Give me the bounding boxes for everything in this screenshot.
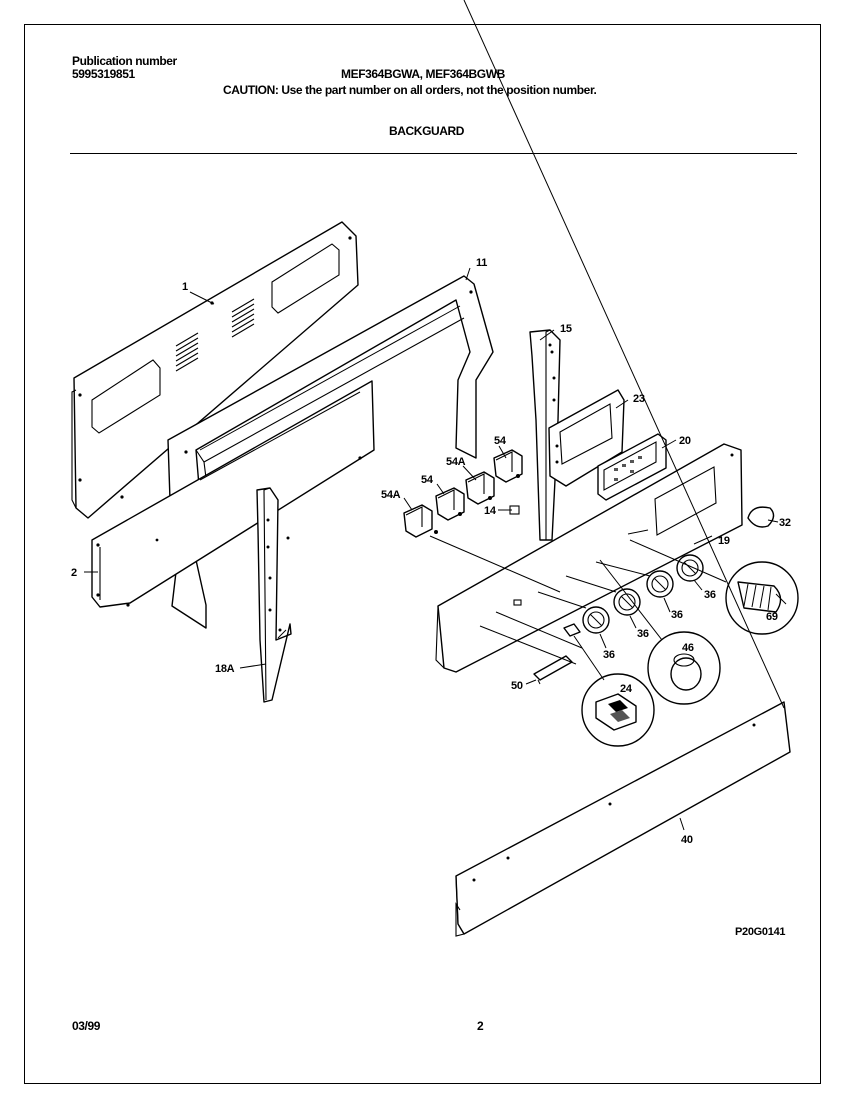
part-right-bracket [529, 329, 561, 541]
label-part-40: 40 [681, 834, 693, 846]
section-title: BACKGUARD [389, 124, 465, 138]
label-part-54A-upper: 54A [446, 456, 466, 468]
model-numbers: MEF364BGWA, MEF364BGWB [341, 67, 505, 81]
publication-number: 5995319851 [72, 67, 135, 81]
page-number: 2 [477, 1019, 484, 1033]
footer-date: 03/99 [72, 1019, 101, 1033]
part-clock [597, 433, 667, 501]
label-part-36-c: 36 [671, 609, 683, 621]
label-part-54-lower: 54 [421, 474, 434, 486]
part-cap [747, 506, 775, 528]
label-part-32: 32 [779, 517, 791, 529]
part-switches [403, 449, 523, 538]
part-labels: 1 11 15 23 20 54 54A 54 54A 14 32 19 2 3… [71, 257, 791, 938]
publication-label: Publication number [72, 54, 177, 68]
label-part-2: 2 [71, 567, 77, 579]
label-part-1: 1 [182, 281, 188, 293]
header-rule [70, 153, 797, 154]
label-part-23: 23 [633, 393, 645, 405]
part-left-bracket [256, 487, 292, 703]
label-part-19: 19 [718, 535, 730, 547]
leader-lines [84, 267, 779, 831]
label-part-36-a: 36 [603, 649, 615, 661]
label-part-36-b: 36 [637, 628, 649, 640]
label-part-15: 15 [560, 323, 572, 335]
label-part-20: 20 [679, 435, 691, 447]
label-part-54-upper: 54 [494, 435, 507, 447]
part-lower-panel [91, 380, 375, 608]
page-border [24, 24, 821, 1084]
label-part-36-d: 36 [704, 589, 716, 601]
label-part-50: 50 [511, 680, 523, 692]
label-part-54A-lower: 54A [381, 489, 401, 501]
part-control-panel [435, 443, 743, 673]
part-screw-detail [627, 529, 799, 635]
label-part-11: 11 [476, 257, 487, 269]
part-button-detail [599, 559, 721, 705]
part-rear-panel [71, 221, 359, 519]
label-part-46: 46 [682, 642, 694, 654]
label-part-69: 69 [766, 611, 778, 623]
part-rocker-switch-detail [563, 623, 655, 747]
label-part-14: 14 [484, 505, 497, 517]
label-part-24: 24 [620, 683, 633, 695]
part-front-trim [455, 0, 791, 937]
part-knobs [582, 554, 704, 634]
label-part-18A: 18A [215, 663, 235, 675]
figure-code: P20G0141 [735, 926, 785, 938]
